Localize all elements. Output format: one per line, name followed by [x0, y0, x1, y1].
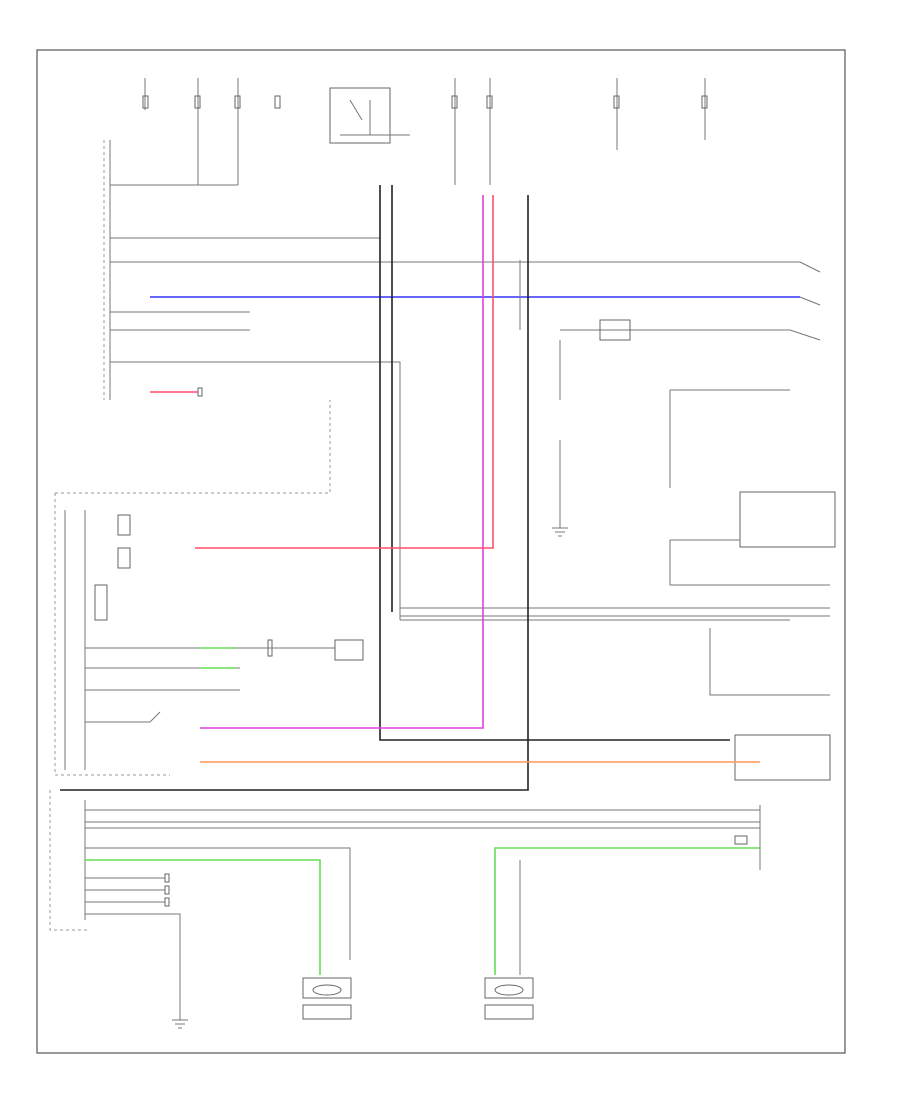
right-switch-group — [400, 260, 836, 781]
occupant-detection-block — [54, 400, 364, 776]
ground-symbol-center — [552, 520, 568, 537]
black-wire-a — [379, 185, 730, 741]
red-wire-long — [195, 195, 494, 549]
left-seat-belt-sensor — [302, 977, 352, 1020]
airbag-ecu — [49, 790, 760, 1000]
diagram-border — [36, 49, 846, 1054]
top-fuse-block — [110, 78, 708, 186]
green-wire-right — [494, 847, 760, 975]
right-lower-connector — [734, 805, 761, 870]
magenta-wire — [200, 195, 484, 729]
right-seat-belt-sensor — [484, 977, 534, 1020]
green-wire-left — [85, 859, 321, 975]
body-ecu-connector — [103, 140, 800, 621]
ground-symbol-left — [172, 1000, 188, 1029]
black-wire-b — [60, 195, 529, 791]
